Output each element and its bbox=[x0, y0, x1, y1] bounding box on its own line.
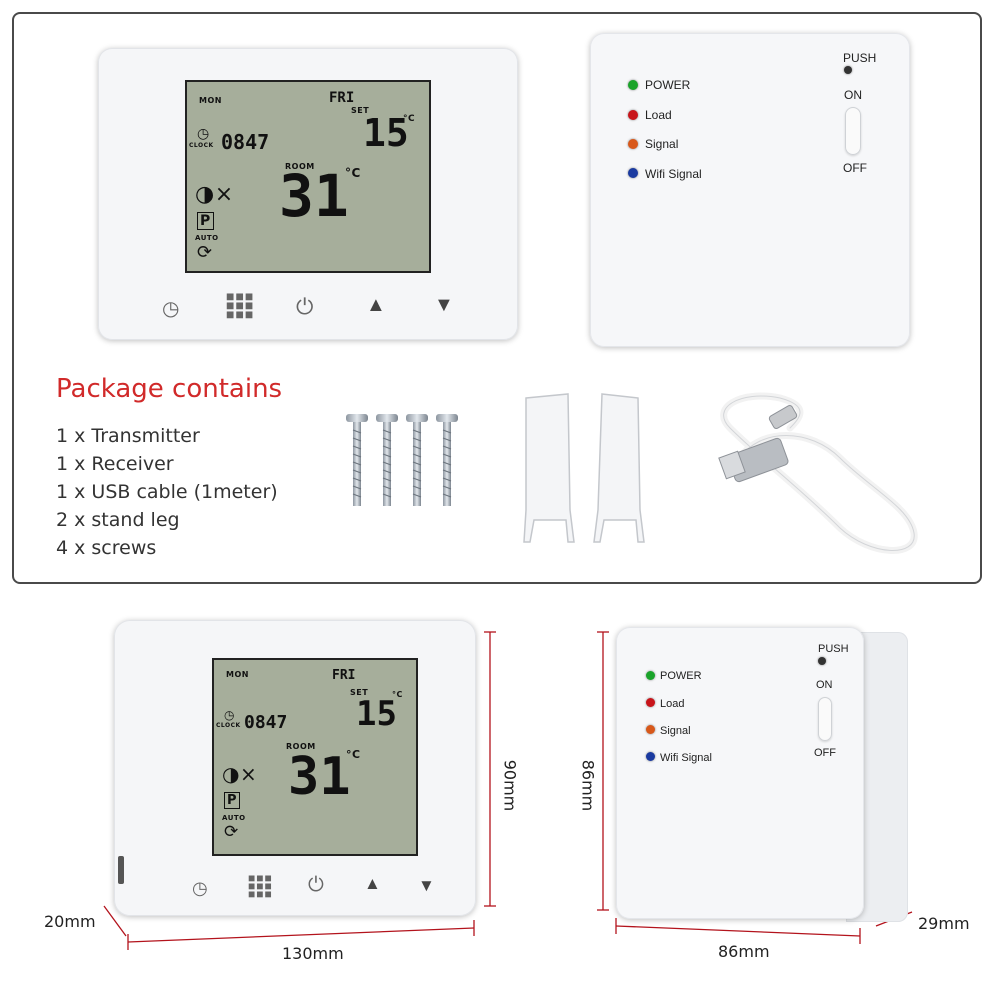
thermostat-front: MON FRI SET 15 °C ◷ CLOCK 0847 ROOM 31 °… bbox=[98, 48, 518, 340]
lcd-auto-label: AUTO bbox=[222, 814, 246, 822]
receiver-depth-label: 29mm bbox=[918, 914, 970, 933]
lcd-set-temp: 15 bbox=[363, 111, 409, 155]
lcd-set-unit: °C bbox=[392, 690, 403, 699]
off-label: OFF bbox=[843, 161, 867, 175]
lcd-room-label: ROOM bbox=[285, 162, 315, 171]
list-item: 1 x USB cable (1meter) bbox=[56, 481, 278, 503]
lcd-clock-time: 0847 bbox=[221, 130, 270, 154]
wifi-led-label: Wifi Signal bbox=[660, 752, 712, 764]
usb-plug-icon bbox=[718, 437, 789, 483]
wifi-led-icon bbox=[628, 168, 638, 178]
thermostat-depth-label: 20mm bbox=[44, 912, 96, 931]
load-led-icon bbox=[646, 698, 655, 707]
dimension-lines bbox=[103, 631, 913, 950]
push-label: PUSH bbox=[843, 51, 877, 65]
receiver-angled: PUSH ON OFF POWER Load Signal Wifi Signa… bbox=[616, 627, 864, 919]
side-port bbox=[118, 856, 124, 884]
stand-legs-image bbox=[523, 393, 645, 543]
micro-usb-plug-icon bbox=[768, 405, 798, 429]
power-led-label: POWER bbox=[645, 78, 691, 92]
receiver-height-label: 86mm bbox=[578, 759, 598, 812]
power-switch[interactable] bbox=[818, 697, 832, 741]
thermostat-width-label: 130mm bbox=[282, 944, 344, 963]
signal-led-label: Signal bbox=[645, 137, 679, 151]
power-led-icon bbox=[646, 671, 655, 680]
clock-button-icon[interactable]: ◷ bbox=[192, 878, 208, 898]
menu-grid-button-icon[interactable]: ■■■■■■■■■ bbox=[226, 288, 255, 322]
lcd-day-left: MON bbox=[199, 96, 222, 105]
receiver-front: PUSH ON OFF POWER Load Signal Wifi Signa… bbox=[590, 33, 910, 347]
screws-image bbox=[346, 414, 458, 506]
list-item: 2 x stand leg bbox=[56, 509, 180, 531]
thermostat-lcd: MON FRI SET 15 °C ◷ CLOCK 0847 ROOM 31 °… bbox=[185, 80, 431, 273]
wifi-led-icon bbox=[646, 752, 655, 761]
package-list: 1 x Transmitter 1 x Receiver 1 x USB cab… bbox=[56, 422, 278, 562]
push-button-icon[interactable] bbox=[844, 66, 852, 74]
lcd-set-label: SET bbox=[350, 688, 369, 697]
power-led-icon bbox=[628, 80, 638, 90]
lcd-room-temp: 31 bbox=[279, 162, 349, 230]
lcd-p-label: P bbox=[224, 792, 241, 809]
lcd-set-label: SET bbox=[351, 106, 370, 115]
load-led-label: Load bbox=[645, 108, 672, 122]
power-switch[interactable] bbox=[845, 107, 861, 155]
lcd-room-temp: 31 bbox=[288, 747, 351, 807]
clock-icon: ◷ bbox=[224, 708, 235, 722]
push-button-icon[interactable] bbox=[818, 657, 826, 665]
menu-grid-button-icon[interactable]: ■■■■■■■■■ bbox=[248, 871, 273, 901]
lcd-room-unit: °C bbox=[345, 166, 361, 180]
lcd-day-right: FRI bbox=[332, 668, 356, 683]
wifi-off-icon: ◑× bbox=[195, 182, 234, 207]
thermostat-lcd: MON FRI SET 15 °C ◷ CLOCK 0847 ROOM 31 °… bbox=[212, 658, 418, 856]
on-label: ON bbox=[844, 88, 862, 102]
package-title: Package contains bbox=[56, 374, 283, 404]
on-label: ON bbox=[816, 679, 833, 691]
lcd-set-unit: °C bbox=[403, 114, 416, 124]
off-label: OFF bbox=[814, 747, 836, 759]
lcd-clock-label: CLOCK bbox=[216, 722, 241, 729]
signal-led-icon bbox=[628, 139, 638, 149]
lcd-clock-time: 0847 bbox=[244, 712, 288, 733]
auto-cycle-icon: ⟳ bbox=[224, 822, 239, 842]
list-item: 1 x Receiver bbox=[56, 453, 174, 475]
lcd-clock-label: CLOCK bbox=[189, 142, 214, 149]
power-button-icon[interactable]: ⏻ bbox=[308, 874, 324, 896]
lcd-auto-label: AUTO bbox=[195, 234, 219, 242]
signal-led-label: Signal bbox=[660, 725, 691, 737]
screw-icon bbox=[346, 414, 368, 506]
thermostat-angled: MON FRI SET 15 °C ◷ CLOCK 0847 ROOM 31 °… bbox=[114, 620, 476, 916]
list-item: 4 x screws bbox=[56, 537, 157, 559]
up-arrow-button-icon[interactable]: ▲ bbox=[364, 874, 381, 893]
up-arrow-button-icon[interactable]: ▲ bbox=[366, 294, 386, 316]
lcd-day-left: MON bbox=[226, 670, 249, 679]
down-arrow-button-icon[interactable]: ▼ bbox=[434, 294, 454, 316]
stand-leg-icon bbox=[593, 393, 645, 543]
auto-cycle-icon: ⟳ bbox=[197, 242, 213, 263]
wifi-off-icon: ◑× bbox=[222, 762, 258, 786]
clock-button-icon[interactable]: ◷ bbox=[162, 298, 180, 320]
lcd-set-temp: 15 bbox=[356, 694, 397, 734]
lcd-day-right: FRI bbox=[329, 90, 355, 106]
push-label: PUSH bbox=[818, 643, 849, 655]
package-frame bbox=[12, 12, 982, 584]
lcd-room-label: ROOM bbox=[286, 742, 316, 751]
load-led-icon bbox=[628, 110, 638, 120]
usb-cable-image bbox=[718, 392, 918, 554]
lcd-room-unit: °C bbox=[346, 748, 361, 761]
signal-led-icon bbox=[646, 725, 655, 734]
down-arrow-button-icon[interactable]: ▼ bbox=[418, 876, 435, 895]
power-button-icon[interactable]: ⏻ bbox=[296, 294, 314, 319]
load-led-label: Load bbox=[660, 698, 685, 710]
stand-leg-icon bbox=[523, 393, 575, 543]
power-led-label: POWER bbox=[660, 670, 702, 682]
thermostat-height-label: 90mm bbox=[500, 759, 520, 812]
list-item: 1 x Transmitter bbox=[56, 425, 200, 447]
receiver-width-label: 86mm bbox=[718, 942, 770, 961]
clock-icon: ◷ bbox=[197, 126, 210, 142]
wifi-led-label: Wifi Signal bbox=[645, 167, 702, 181]
lcd-p-label: P bbox=[197, 212, 214, 230]
